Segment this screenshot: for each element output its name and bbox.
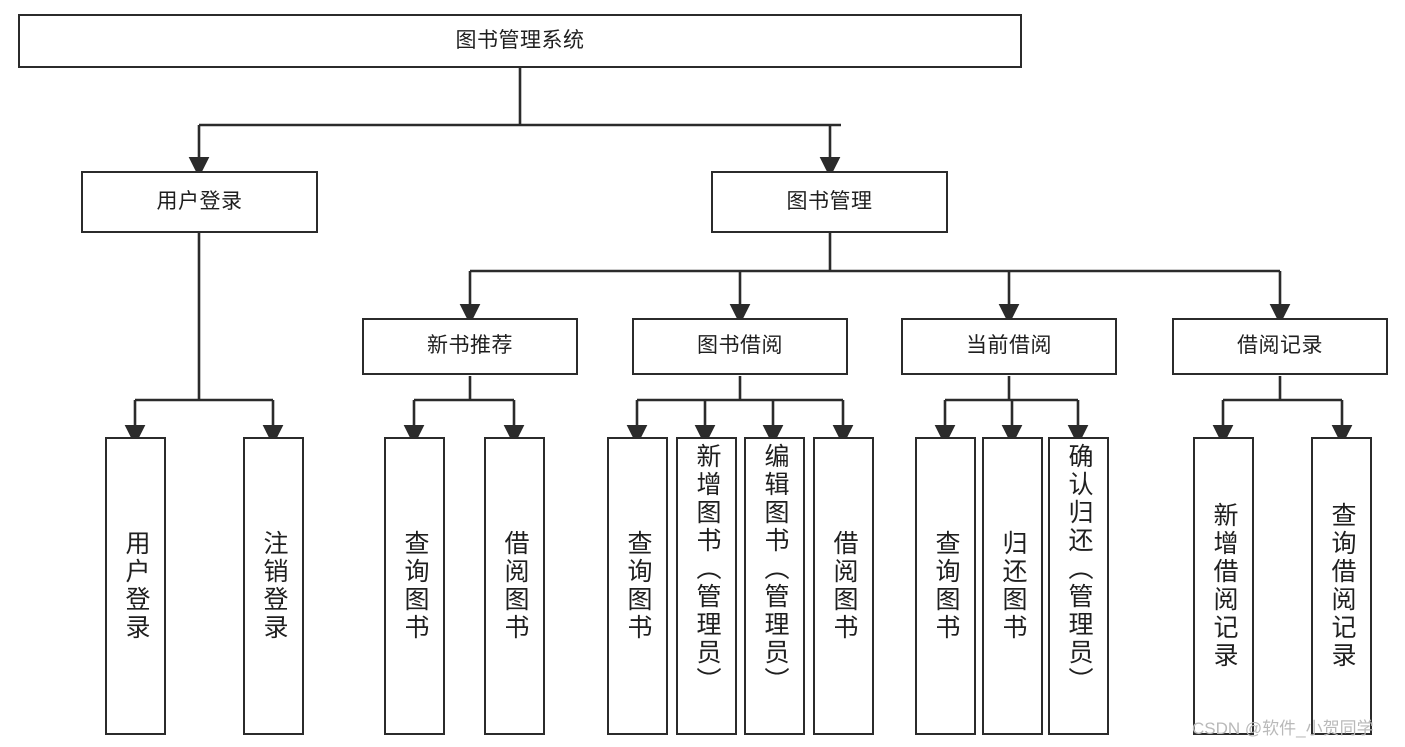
node-label: 图书借阅: [697, 334, 783, 358]
node-new-book-recommend[interactable]: 新书推荐: [362, 318, 578, 375]
node-user-login[interactable]: 用户登录: [81, 171, 318, 233]
leaf-recommend-borrow-book[interactable]: 借阅图书: [484, 437, 545, 735]
node-book-borrow[interactable]: 图书借阅: [632, 318, 848, 375]
node-label: 图书管理: [786, 189, 873, 213]
node-current-borrow[interactable]: 当前借阅: [901, 318, 1117, 375]
leaf-record-add-record[interactable]: 新增借阅记录: [1193, 437, 1254, 735]
leaf-recommend-query-book[interactable]: 查询图书: [384, 437, 445, 735]
leaf-borrow-add-book-admin[interactable]: 新增图书（管理员）: [676, 437, 737, 735]
csdn-watermark: CSDN @软件_小贺同学: [1192, 719, 1374, 738]
leaf-user-login-login[interactable]: 用户登录: [105, 437, 166, 735]
node-root-system[interactable]: 图书管理系统: [18, 14, 1022, 68]
node-label: 新书推荐: [427, 334, 513, 358]
node-label: 查询图书: [401, 530, 429, 642]
node-label: 图书管理系统: [455, 28, 585, 52]
node-label: 新增图书（管理员）: [693, 443, 721, 695]
node-label: 当前借阅: [966, 334, 1052, 358]
leaf-user-login-logout[interactable]: 注销登录: [243, 437, 304, 735]
node-label: 查询图书: [624, 530, 652, 642]
node-label: 借阅图书: [830, 530, 858, 642]
node-label: 归还图书: [999, 530, 1027, 642]
node-label: 借阅图书: [501, 530, 529, 642]
node-label: 借阅记录: [1237, 334, 1323, 358]
node-label: 查询图书: [932, 530, 960, 642]
leaf-current-confirm-return-admin[interactable]: 确认归还（管理员）: [1048, 437, 1109, 735]
leaf-current-return-book[interactable]: 归还图书: [982, 437, 1043, 735]
node-label: 注销登录: [260, 530, 288, 642]
node-label: 新增借阅记录: [1210, 502, 1238, 670]
node-borrow-record[interactable]: 借阅记录: [1172, 318, 1388, 375]
leaf-borrow-edit-book-admin[interactable]: 编辑图书（管理员）: [744, 437, 805, 735]
leaf-current-query-book[interactable]: 查询图书: [915, 437, 976, 735]
node-label: 用户登录: [122, 530, 150, 642]
leaf-record-query-record[interactable]: 查询借阅记录: [1311, 437, 1372, 735]
leaf-borrow-borrow-book[interactable]: 借阅图书: [813, 437, 874, 735]
node-label: 用户登录: [156, 189, 243, 213]
node-label: 确认归还（管理员）: [1065, 443, 1093, 695]
node-book-management[interactable]: 图书管理: [711, 171, 948, 233]
node-label: 查询借阅记录: [1328, 502, 1356, 670]
node-label: 编辑图书（管理员）: [761, 443, 789, 695]
leaf-borrow-query-book[interactable]: 查询图书: [607, 437, 668, 735]
